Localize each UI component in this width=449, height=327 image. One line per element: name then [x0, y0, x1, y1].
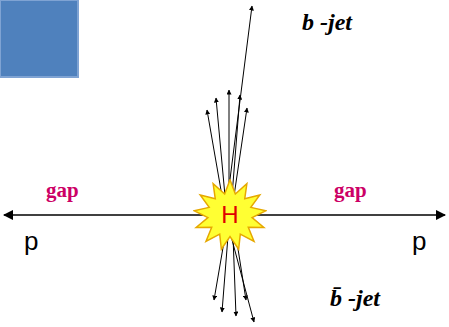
jet-label: b -jet — [302, 10, 352, 34]
higgs-label: H — [221, 203, 238, 227]
jet-tracks — [207, 6, 254, 322]
proton-label: p — [412, 228, 426, 254]
proton-label: p — [24, 228, 38, 254]
gap-label: gap — [46, 180, 79, 201]
corner-square — [0, 0, 78, 77]
jet-label: b̄ -jet — [330, 286, 380, 310]
gap-label: gap — [334, 180, 367, 201]
burst-star: H — [193, 179, 267, 251]
